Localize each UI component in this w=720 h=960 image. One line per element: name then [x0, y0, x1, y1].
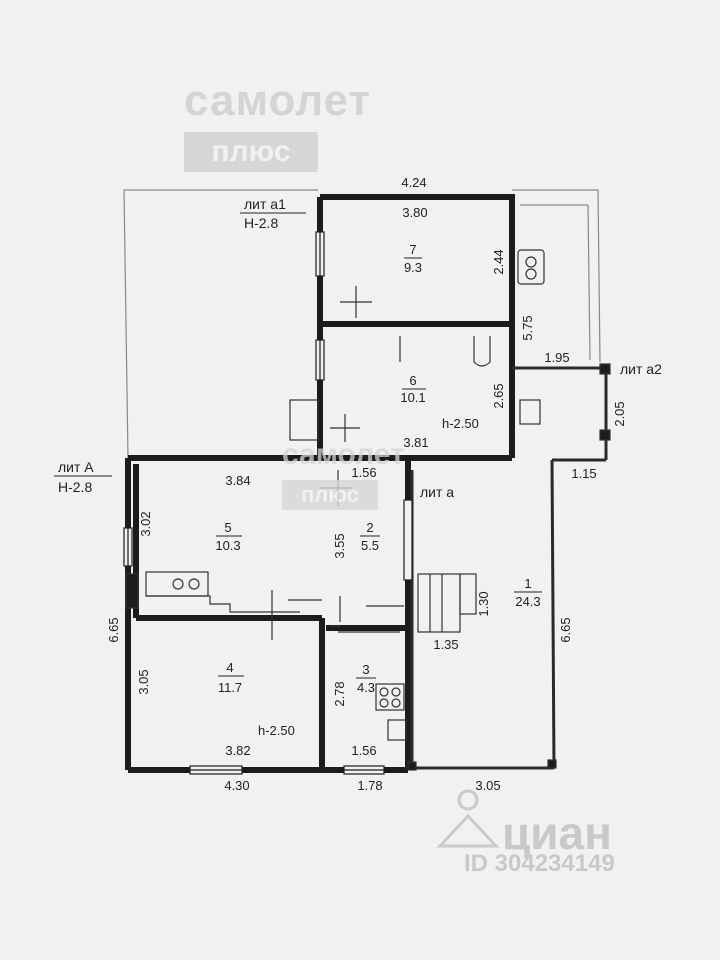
dim-bottom-mid: 1.78 — [357, 778, 382, 793]
lit-A-name: лит А — [58, 459, 94, 475]
lit-a1-height: Н-2.8 — [244, 215, 278, 231]
lit-a2-name: лит а2 — [620, 361, 662, 377]
ceiling-labels: h-2.50 h-2.50 — [258, 416, 479, 738]
dim-top-total: 4.24 — [401, 175, 426, 190]
dim-r5-width: 3.84 — [225, 473, 250, 488]
fixtures — [125, 249, 611, 771]
block-labels: лит а1 Н-2.8 лит А Н-2.8 лит а лит а2 — [54, 196, 662, 500]
dim-r7-depth: 2.44 — [491, 249, 506, 274]
dim-r3-depth: 2.78 — [332, 681, 347, 706]
cian-pin-icon — [436, 789, 500, 848]
room-7-number: 7 — [409, 242, 416, 257]
listing-id: ID 304234149 — [464, 850, 615, 877]
ceiling-room-4: h-2.50 — [258, 723, 295, 738]
room-3-area: 4.3 — [357, 680, 375, 695]
dim-130: 1.30 — [476, 591, 491, 616]
dim-115: 1.15 — [571, 466, 596, 481]
plus-badge-top: плюс — [184, 132, 318, 172]
dim-left-total: 6.65 — [106, 617, 121, 642]
lit-A-height: Н-2.8 — [58, 479, 92, 495]
samolet-logo-mid: самолет — [282, 438, 405, 471]
room-4-area: 11.7 — [218, 680, 242, 695]
terrace-outline — [123, 189, 601, 459]
room-1-number: 1 — [524, 576, 531, 591]
room-6-area: 10.1 — [400, 390, 425, 405]
room-labels: 7 9.3 6 10.1 5 10.3 2 5.5 1 24.3 4 11.7 … — [215, 242, 542, 695]
dim-r7-width: 3.80 — [402, 205, 427, 220]
dimension-labels-vertical: 2.44 5.75 2.65 2.05 3.02 3.55 1.30 6.65 … — [106, 249, 627, 706]
room-7-area: 9.3 — [404, 260, 422, 275]
lit-a1-name: лит а1 — [244, 196, 286, 212]
room-4-number: 4 — [226, 660, 233, 675]
dim-r2-depth: 3.55 — [332, 533, 347, 558]
dim-r4-width: 3.82 — [225, 743, 250, 758]
room-1-area: 24.3 — [515, 594, 540, 609]
dim-135: 1.35 — [433, 637, 458, 652]
room-6-number: 6 — [409, 373, 416, 388]
samolet-logo-top: самолет — [184, 76, 372, 125]
dim-bottom-right: 3.05 — [475, 778, 500, 793]
room-5-area: 10.3 — [215, 538, 240, 553]
dim-205: 2.05 — [612, 401, 627, 426]
ceiling-room-6: h-2.50 — [442, 416, 479, 431]
dim-156-top: 1.56 — [351, 465, 376, 480]
dim-bottom-left: 4.30 — [224, 778, 249, 793]
room-3-number: 3 — [362, 662, 369, 677]
room-5-number: 5 — [224, 520, 231, 535]
dim-r6-depth: 2.65 — [491, 383, 506, 408]
plus-badge-mid: плюс — [282, 480, 378, 510]
dim-r6-width: 3.81 — [403, 435, 428, 450]
dim-575: 5.75 — [520, 315, 535, 340]
dim-right-total: 6.65 — [558, 617, 573, 642]
dim-r5-depth: 3.02 — [138, 511, 153, 536]
dim-r3-width: 1.56 — [351, 743, 376, 758]
lit-a-name: лит а — [420, 484, 454, 500]
cian-logo-text: циан — [502, 807, 612, 859]
room-2-number: 2 — [366, 520, 373, 535]
dim-r4-depth: 3.05 — [136, 669, 151, 694]
dim-195: 1.95 — [544, 350, 569, 365]
dimension-labels: 4.24 3.80 3.81 1.56 3.84 1.95 1.15 1.35 … — [224, 175, 596, 793]
windows — [123, 231, 413, 775]
room-2-area: 5.5 — [361, 538, 379, 553]
